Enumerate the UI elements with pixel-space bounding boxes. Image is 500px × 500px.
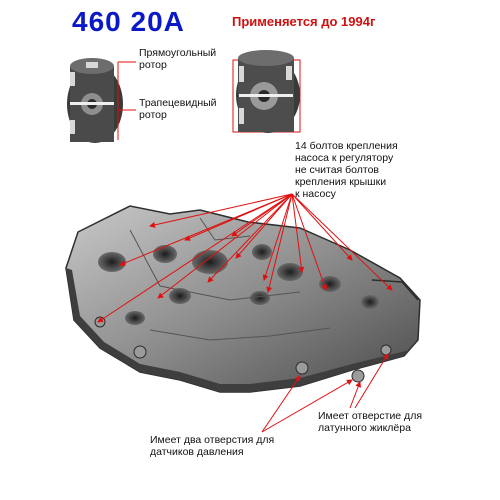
- label-trap-rotor: Трапецевидный ротор: [139, 97, 217, 121]
- brass-jet-arrows: [349, 353, 389, 409]
- label-line: Прямоугольный: [139, 47, 217, 59]
- page-title: 460 20A: [72, 6, 185, 37]
- label-line: не считая болтов: [295, 164, 380, 176]
- bolt-arrows: [97, 193, 393, 323]
- label-line: крепления крышки: [295, 176, 387, 188]
- label-line: латунного жиклёра: [318, 422, 411, 434]
- label-line: к насосу: [295, 188, 336, 200]
- label-line: ротор: [139, 109, 167, 121]
- label-bolts: 14 болтов крепления насоса к регулятору …: [295, 140, 398, 200]
- rotor-trapezoidal-icon: [236, 50, 300, 133]
- applicability-note: Применяется до 1994г: [232, 14, 376, 29]
- label-line: Имеет два отверстия для: [150, 434, 275, 446]
- label-pressure-sensors: Имеет два отверстия для датчиков давлени…: [150, 434, 274, 458]
- pressure-sensor-arrows: [261, 375, 353, 433]
- label-line: насоса к регулятору: [295, 152, 394, 164]
- label-line: датчиков давления: [150, 446, 244, 458]
- valve-body-image: [65, 205, 421, 393]
- label-line: 14 болтов крепления: [295, 140, 398, 152]
- label-line: ротор: [139, 59, 167, 71]
- label-brass-jet: Имеет отверстие для латунного жиклёра: [318, 410, 422, 434]
- label-rect-rotor: Прямоугольный ротор: [139, 47, 216, 71]
- label-line: Имеет отверстие для: [318, 410, 423, 422]
- label-line: Трапецевидный: [139, 97, 217, 109]
- rotor-rectangular-icon: [67, 58, 123, 143]
